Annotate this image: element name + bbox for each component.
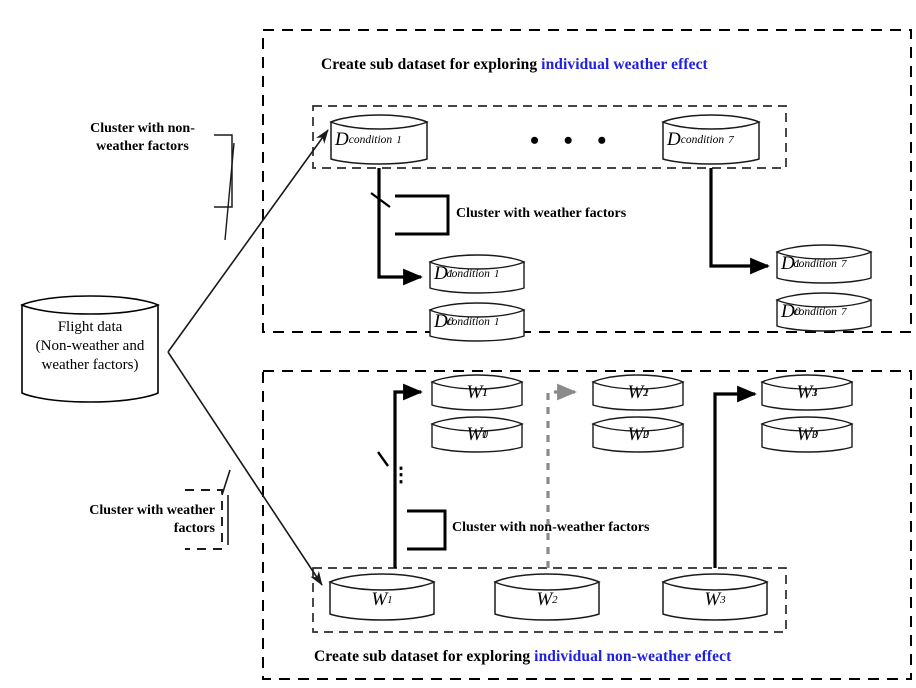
w2-sup0-sup: 0 — [643, 428, 650, 441]
inner-callout-bracket-bottom — [407, 509, 447, 551]
d1-cond7-sup: 1 — [794, 258, 801, 270]
bottom-panel-title-accent: individual non-weather effect — [534, 648, 732, 665]
arrow-w2-to-derived — [546, 383, 577, 568]
arrow-cond7-to-derived — [709, 168, 770, 275]
w2-sup0-index: 2 — [643, 428, 649, 441]
arrow-w3-to-derived — [713, 385, 757, 568]
arrow-source-to-bottom — [167, 351, 323, 586]
flight-data-line1: Flight data — [57, 319, 123, 335]
d-cond-1-base: D — [335, 128, 349, 150]
w2-sup0-base: W — [627, 423, 644, 445]
inner-callout-tick-bottom — [377, 451, 389, 467]
w3-sup0-index: 3 — [812, 428, 818, 441]
callout-cluster-non-weather-line1: Cluster with non- — [90, 121, 195, 136]
d-cond-7-index: 7 — [728, 133, 734, 146]
d1-cond1-index: 1 — [493, 268, 500, 280]
w1-index: 1 — [387, 594, 393, 606]
d-cond-7-sub: condition — [680, 133, 725, 146]
d1-cond7-sub: condition — [793, 258, 837, 270]
w1-base: W — [371, 589, 388, 610]
arrow-cond1-to-derived — [377, 168, 423, 286]
w1-sup0-base: W — [466, 423, 483, 445]
d0-cond7-base: D — [781, 301, 795, 322]
w3-sup1-base: W — [796, 381, 813, 403]
callout-cluster-non-weather-line2: weather factors — [96, 138, 189, 154]
bottom-panel-title: Create sub dataset for exploring individ… — [314, 648, 731, 666]
inner-callout-bracket-top — [395, 194, 450, 236]
top-panel-title-plain: Create sub dataset for exploring — [321, 56, 542, 73]
d1-cond7-index: 7 — [840, 258, 847, 270]
callout-cluster-weather-line2: factors — [173, 520, 215, 536]
flight-data-line2: (Non-weather and — [35, 338, 145, 355]
callout-leader-top — [224, 142, 235, 241]
inner-callout-cluster-non-weather: Cluster with non-weather factors — [452, 520, 650, 535]
flight-data-line3: weather factors) — [41, 357, 139, 374]
w1-sup0-index: 1 — [482, 428, 488, 441]
callout-cluster-weather: Cluster with weather factors — [40, 502, 215, 537]
callout-cluster-non-weather: Cluster with non- weather factors — [55, 120, 230, 155]
inner-callout-cluster-weather: Cluster with weather factors — [456, 206, 627, 221]
w1-sup1-index: 1 — [482, 386, 488, 399]
w2-sup1-index: 2 — [643, 386, 649, 399]
d1-cond1-base: D — [434, 263, 448, 284]
top-panel-border — [262, 29, 912, 333]
d0-cond1-sub: condition — [446, 316, 490, 328]
d1-cond1-sup: 1 — [447, 268, 454, 280]
d0-cond7-sub: condition — [793, 306, 837, 318]
bottom-panel-title-plain: Create sub dataset for exploring — [314, 648, 535, 665]
d0-cond1-base: D — [434, 311, 448, 332]
w3-base: W — [704, 589, 721, 610]
w3-sup0-sup: 0 — [812, 428, 819, 441]
d1-cond7-base: D — [781, 253, 795, 274]
d0-cond7-sup: 0 — [794, 306, 801, 318]
w3-sup1-index: 3 — [812, 386, 818, 399]
top-panel-title-accent: individual weather effect — [541, 56, 708, 73]
callout-cluster-weather-line1: Cluster with weather — [89, 503, 215, 518]
flight-data-label: Flight data (Non-weather and weather fac… — [12, 318, 168, 376]
w2-sup1-sup: 1 — [643, 386, 650, 399]
w2-sup1-base: W — [627, 381, 644, 403]
inner-callout-tick-top — [370, 192, 391, 208]
d-cond-1-index: 1 — [396, 133, 402, 146]
w1-sup1-base: W — [466, 381, 483, 403]
d0-cond1-sup: 0 — [447, 316, 454, 328]
top-panel-title: Create sub dataset for exploring individ… — [321, 56, 708, 74]
d-cond-1-sub: condition — [348, 133, 393, 146]
w1-sup1-sup: 1 — [482, 386, 489, 399]
d-cond-7-base: D — [667, 128, 681, 150]
d0-cond1-index: 1 — [493, 316, 500, 328]
w1-sup0-sup: 0 — [482, 428, 489, 441]
w3-index: 3 — [720, 594, 726, 606]
w3-sup1-sup: 1 — [812, 386, 819, 399]
conditions-ellipsis-icon: • • • — [530, 126, 616, 155]
w3-sup0-base: W — [796, 423, 813, 445]
w2-base: W — [536, 589, 553, 610]
arrow-source-to-top — [167, 129, 329, 353]
d1-cond1-sub: condition — [446, 268, 490, 280]
bottom-vertical-ellipsis-icon: ⋮ — [391, 464, 411, 486]
d0-cond7-index: 7 — [840, 306, 847, 318]
w2-index: 2 — [552, 594, 558, 606]
callout-leader-bottom-2 — [221, 469, 231, 496]
